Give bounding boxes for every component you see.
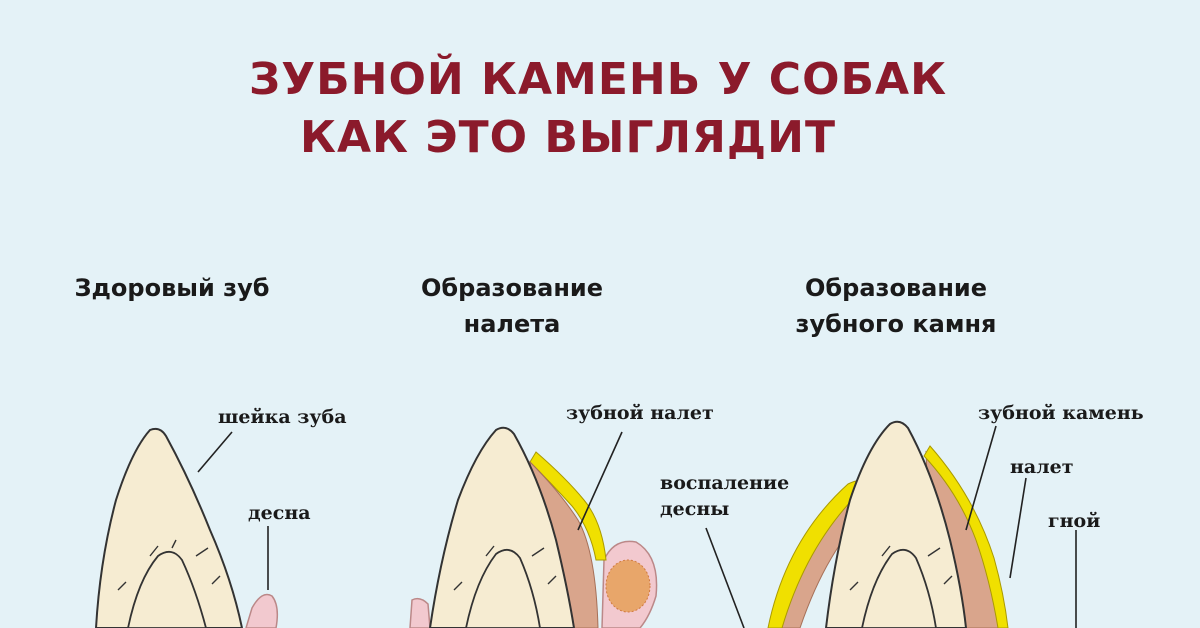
tartar-tooth-inner bbox=[861, 548, 937, 628]
plaque-pointer-2 bbox=[1009, 477, 1027, 579]
healthy-tooth-heading: Здоровый зуб bbox=[74, 274, 270, 302]
tartar-tooth-drawing bbox=[767, 420, 1077, 628]
plaque-tartar-edge bbox=[529, 451, 607, 561]
inflammation-pointer bbox=[705, 527, 745, 628]
healthy-gum bbox=[245, 593, 279, 628]
label-inflammation: воспаление bbox=[660, 472, 790, 494]
healthy-tooth-inner bbox=[127, 550, 207, 628]
neck-pointer bbox=[197, 431, 233, 473]
label-pus: гной bbox=[1048, 510, 1101, 532]
tartar-heading-line-1: Образование bbox=[804, 274, 988, 302]
label-dental-plaque: зубной налет bbox=[566, 402, 714, 424]
plaque-detail-lines bbox=[453, 545, 557, 591]
plaque-tooth-crown bbox=[428, 426, 576, 628]
poster-title-line-1: ЗУБНОЙ КАМЕНЬ У СОБАК bbox=[248, 54, 948, 105]
tartar-detail-lines bbox=[849, 545, 953, 591]
plaque-tooth-drawing bbox=[409, 426, 745, 628]
plaque-heading-line-1: Образование bbox=[420, 274, 604, 302]
label-gum: десна bbox=[248, 502, 311, 524]
plaque-heading-line-2: налета bbox=[463, 310, 561, 338]
plaque-tooth-inner bbox=[465, 548, 541, 628]
plaque-left-gum bbox=[409, 597, 431, 628]
label-tooth-neck: шейка зуба bbox=[218, 406, 347, 428]
label-plaque: налет bbox=[1010, 456, 1074, 478]
healthy-tooth-drawing bbox=[94, 427, 279, 628]
label-of-gums: десны bbox=[660, 498, 730, 520]
healthy-tooth-crown bbox=[94, 427, 244, 628]
label-tartar: зубной камень bbox=[978, 402, 1144, 424]
tooth-detail-lines bbox=[117, 539, 221, 591]
tartar-yellow-right bbox=[923, 445, 1009, 628]
inflamed-spot bbox=[605, 559, 651, 613]
tartar-tooth-crown bbox=[824, 420, 968, 628]
plaque-pointer bbox=[577, 431, 623, 531]
tartar-heading-line-2: зубного камня bbox=[795, 310, 997, 338]
tartar-pointer bbox=[965, 425, 997, 531]
poster-title-line-2: КАК ЭТО ВЫГЛЯДИТ bbox=[300, 112, 836, 163]
